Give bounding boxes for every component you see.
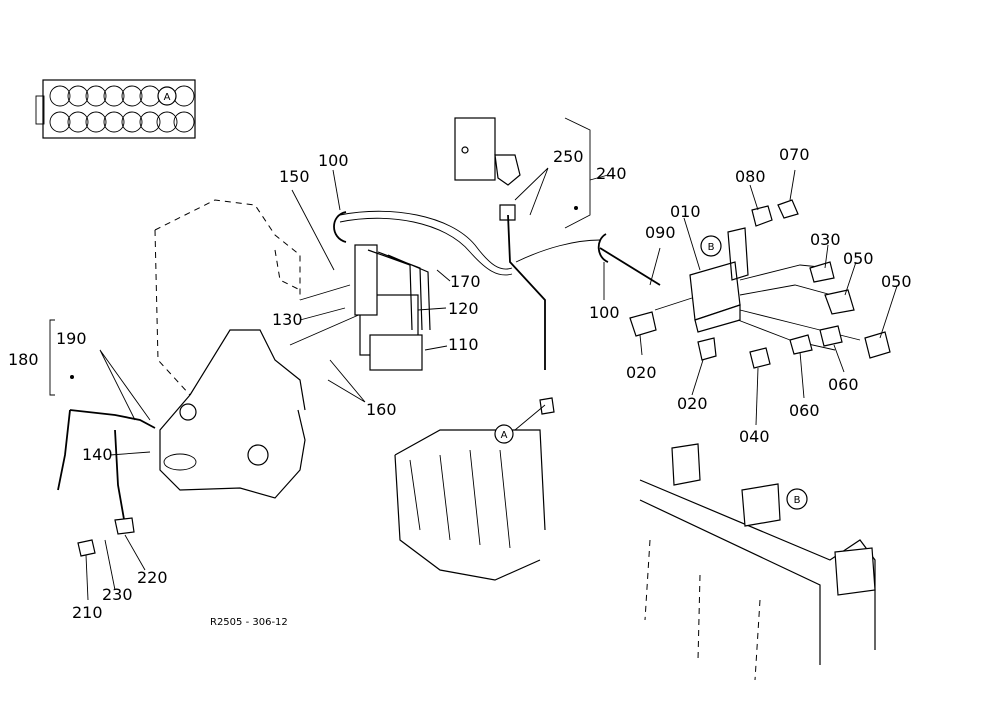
callout-210: 210: [72, 603, 103, 622]
callout-240: 240: [596, 164, 627, 183]
callout-010: 010: [670, 202, 701, 221]
fittings-right: [629, 199, 891, 369]
hose-lines: [289, 210, 661, 370]
callout-140: 140: [82, 445, 113, 464]
drawing-code: R2505 - 306-12: [210, 617, 288, 628]
callout-060-left: 060: [789, 401, 820, 420]
callout-080: 080: [735, 167, 766, 186]
callout-230: 230: [102, 585, 133, 604]
marker-b-lower: B: [794, 495, 801, 506]
distribution-block-010: [654, 227, 861, 351]
valve-plan-inset: A: [35, 79, 196, 139]
loader-frame: [639, 235, 876, 681]
callout-220: 220: [137, 568, 168, 587]
inset-marker-a: A: [164, 92, 171, 103]
callout-170: 170: [450, 272, 481, 291]
leader-lines: [85, 167, 898, 601]
callout-030: 030: [810, 230, 841, 249]
clamp-100: [333, 211, 609, 263]
marker-b-upper: B: [708, 242, 715, 253]
callout-040: 040: [739, 427, 770, 446]
callout-060-right: 060: [828, 375, 859, 394]
callout-020-lower: 020: [677, 394, 708, 413]
callout-050-lower: 050: [881, 272, 912, 291]
callout-110: 110: [448, 335, 479, 354]
callout-020-upper: 020: [626, 363, 657, 382]
reference-markers: A B B: [501, 242, 801, 506]
marker-a: A: [501, 430, 508, 441]
bracket-240: [454, 117, 591, 229]
pipe-assembly-180: [49, 319, 156, 557]
callout-070: 070: [779, 145, 810, 164]
valve-block-110: [354, 244, 431, 371]
callout-100-top: 100: [318, 151, 349, 170]
callout-160: 160: [366, 400, 397, 419]
callout-120: 120: [448, 299, 479, 318]
callout-100-mid: 100: [589, 303, 620, 322]
control-valve-bottom: [394, 397, 555, 581]
callout-labels: 010 020 020 030 040 050 050 060 060 070 …: [8, 145, 912, 622]
callout-190: 190: [56, 329, 87, 348]
callout-150: 150: [279, 167, 310, 186]
callout-130: 130: [272, 310, 303, 329]
callout-090: 090: [645, 223, 676, 242]
callout-050-upper: 050: [843, 249, 874, 268]
callout-180: 180: [8, 350, 39, 369]
callout-250: 250: [553, 147, 584, 166]
tractor-frame: [154, 199, 306, 499]
